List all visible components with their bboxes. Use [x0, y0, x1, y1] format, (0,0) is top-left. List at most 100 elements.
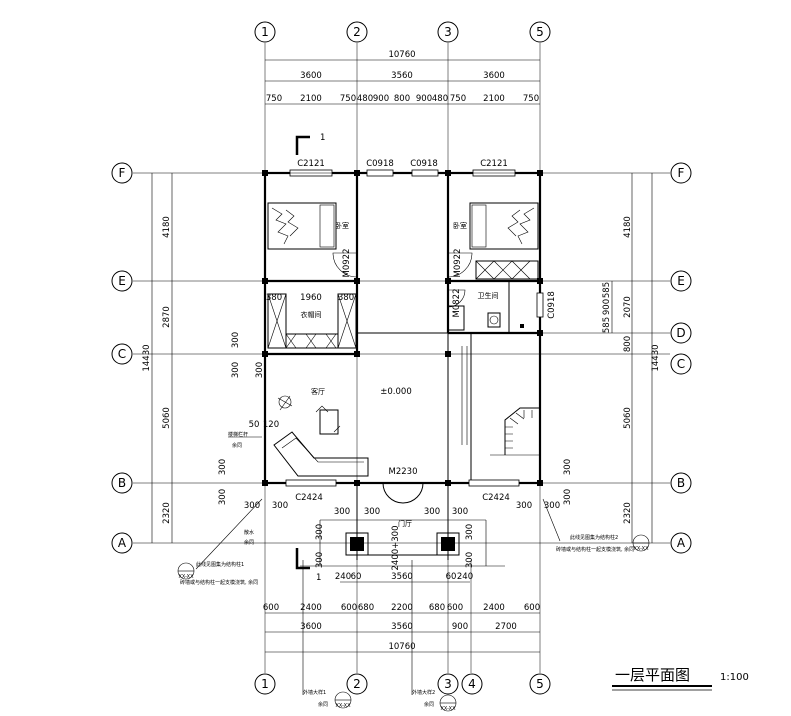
stairs-icon — [490, 407, 540, 456]
axis-right-E: E — [677, 274, 685, 288]
section-mark: 1 1 — [295, 133, 325, 583]
axis-bottom-1: 1 — [261, 677, 269, 691]
dim-300-o: 300 — [563, 489, 573, 505]
dim-bottom-d9: 600 — [524, 603, 540, 613]
bed-right-icon — [469, 202, 539, 250]
dimensions-left: 14430 4180 2870 5060 2320 — [142, 173, 173, 543]
note-struct-col-1: 此线见图集为结构柱1 — [196, 561, 244, 568]
dim-bottom-d4: 680 — [358, 603, 374, 613]
axis-right-B: B — [677, 476, 685, 490]
dim-left-p4: 2320 — [162, 502, 172, 524]
room-living: 客厅 — [311, 387, 325, 396]
dimensions-bottom: 600 2400 600 680 2200 680 600 2400 600 3… — [263, 603, 540, 653]
dim-300-q: 300 — [315, 552, 325, 568]
dim-60-b: 60 — [446, 572, 457, 582]
dim-300-e: 300 — [218, 489, 228, 505]
dim-bottom-mid-2: 3560 — [391, 622, 413, 632]
axis-right-C: C — [677, 357, 685, 371]
axis-bubbles-left: F E C B A — [111, 162, 133, 554]
dim-300-i: 300 — [364, 507, 380, 517]
note-stair-rail-b: 余同 — [232, 442, 242, 449]
dim-top-d5: 900 — [373, 94, 389, 104]
room-bedroom-right: 卧室 — [453, 221, 467, 230]
dim-right-s1: 585 — [602, 282, 612, 298]
section-mark-label: 1 — [320, 133, 325, 143]
note-struct-col-1b: 砖墙或与结构柱一起支模浇筑, 余同 — [180, 579, 258, 586]
axis-right-F: F — [678, 166, 685, 180]
dim-top-mid-2: 3560 — [391, 71, 413, 81]
axis-bottom-5: 5 — [536, 677, 544, 691]
dim-right-p4: 5060 — [623, 407, 633, 429]
dim-bottom-total: 10760 — [388, 642, 415, 652]
note-wall-detail-1: 外墙大样1 — [303, 689, 326, 696]
title-scale: 1:100 — [720, 672, 749, 683]
dim-top-d3: 750 — [340, 94, 356, 104]
dim-top-d1: 750 — [266, 94, 282, 104]
dim-right-p3: 800 — [623, 336, 633, 352]
axis-bottom-2: 2 — [353, 677, 361, 691]
dim-bottom-mid-1: 3600 — [300, 622, 322, 632]
dim-right-s3: 585 — [602, 317, 612, 333]
floor-level: ±0.000 — [380, 387, 411, 397]
room-foyer: 门厅 — [398, 519, 412, 528]
axis-left-B: B — [118, 476, 126, 490]
dim-top-d7: 900 — [416, 94, 432, 104]
dim-right-p2: 2070 — [623, 296, 633, 318]
window-c2424-left: C2424 — [295, 493, 323, 503]
door-m0922-b: M0922 — [453, 249, 463, 278]
axis-left-F: F — [119, 166, 126, 180]
dim-top-total: 10760 — [388, 50, 415, 60]
door-m2230: M2230 — [389, 467, 418, 477]
wardrobe-right-icon — [475, 260, 539, 280]
walls — [262, 170, 543, 486]
ref-note4: XX-XX — [633, 546, 649, 552]
note-stair-rail: 楼梯栏杆 — [228, 431, 248, 438]
dim-top-d6: 800 — [394, 94, 410, 104]
section-mark-label-2: 1 — [316, 573, 321, 583]
axis-left-C: C — [118, 347, 126, 361]
dim-240-a: 240 — [335, 572, 351, 582]
dim-bottom-d5: 2200 — [391, 603, 413, 613]
dim-300-r: 300 — [465, 524, 475, 540]
dim-3560-foyer: 3560 — [391, 572, 413, 582]
axis-top-5: 5 — [536, 25, 544, 39]
dim-top-mid-3: 3600 — [483, 71, 505, 81]
dim-300-l: 300 — [516, 501, 532, 511]
foyer-entrance — [300, 483, 505, 567]
title-text: 一层平面图 — [615, 666, 690, 684]
dim-300-k: 300 — [452, 507, 468, 517]
dim-right-s2: 900 — [602, 299, 612, 315]
dim-bottom-d3: 600 — [341, 603, 357, 613]
bed-left-icon — [267, 202, 337, 250]
dimensions-top: 10760 3600 3560 3600 750 2100 750 480 90… — [265, 50, 540, 105]
room-bathroom: 卫生间 — [478, 291, 499, 300]
note-struct-col-2b: 砖墙或与结构柱一起支模浇筑, 余同 — [556, 546, 634, 553]
room-labels: 卧室 卧室 衣帽间 卫生间 客厅 门厅 ±0.000 — [301, 221, 499, 528]
living-furniture — [273, 395, 369, 477]
axis-left-E: E — [118, 274, 126, 288]
dim-right-p1: 4180 — [623, 216, 633, 238]
dim-top-d11: 750 — [523, 94, 539, 104]
dim-300-g: 300 — [272, 501, 288, 511]
dim-top-d4: 480 — [357, 94, 373, 104]
dim-top-d8: 480 — [432, 94, 448, 104]
dim-300-b: 300 — [231, 362, 241, 378]
axis-bubbles-bottom: 1 2 3 4 5 — [254, 673, 551, 695]
dim-left-total: 14430 — [142, 344, 152, 371]
ref-note5: XX-XX — [335, 703, 351, 709]
note-wall-detail-1b: 余同 — [318, 701, 328, 708]
axis-bubbles-right: F E D C B A — [670, 162, 692, 554]
note-apron: 散水 — [244, 529, 254, 536]
dim-bottom-d8: 2400 — [483, 603, 505, 613]
dim-300-h: 300 — [334, 507, 350, 517]
closet-dim-2: 1960 — [300, 293, 322, 303]
bathroom-fixtures — [447, 281, 524, 333]
dim-top-mid-1: 3600 — [300, 71, 322, 81]
axis-bottom-3: 3 — [444, 677, 452, 691]
dim-left-p1: 4180 — [162, 216, 172, 238]
window-c0918-b: C0918 — [410, 159, 438, 169]
dimensions-right: 4180 2070 800 5060 2320 14430 585 900 58… — [602, 173, 661, 543]
dim-300-a: 300 — [231, 332, 241, 348]
room-closet: 衣帽间 — [301, 310, 322, 319]
